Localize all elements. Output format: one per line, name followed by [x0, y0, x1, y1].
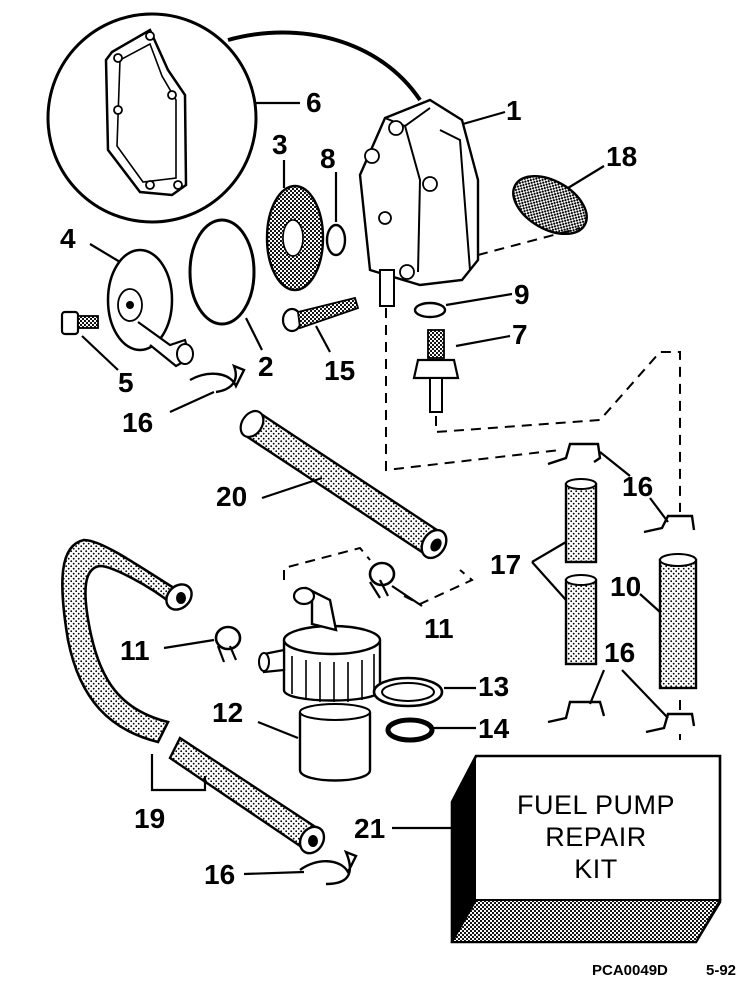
callout-4: 4: [60, 223, 76, 254]
callout-18: 18: [606, 141, 637, 172]
callout-5: 5: [118, 367, 134, 398]
small-o-ring: [325, 223, 347, 257]
callout-16-c: 16: [604, 637, 635, 668]
repair-kit-box: FUEL PUMP REPAIR KIT: [450, 754, 722, 944]
callout-9: 9: [514, 279, 530, 310]
callout-3: 3: [272, 129, 288, 160]
kit-label-line3: KIT: [574, 854, 618, 884]
callout-labels: 1 2 3 4 5 6 7 8 9 10 11 11 12 13 14 15 1…: [60, 87, 653, 890]
callout-1: 1: [506, 95, 522, 126]
seal-ring-14: [385, 717, 435, 743]
hose-clip: [299, 849, 358, 886]
kit-label-line1: FUEL PUMP: [517, 790, 675, 820]
callout-16-b: 16: [622, 471, 653, 502]
filter-screen: [512, 174, 588, 236]
short-hose-lower: [564, 574, 598, 666]
large-o-ring: [188, 218, 256, 326]
callout-7: 7: [512, 319, 528, 350]
fuel-hose-19: [61, 538, 326, 855]
diaphragm: [265, 184, 325, 292]
hose-clip: [189, 363, 246, 394]
callout-21: 21: [354, 813, 385, 844]
callout-16-d: 16: [204, 859, 235, 890]
callout-17: 17: [490, 549, 521, 580]
pump-cover: [106, 248, 194, 368]
callout-15: 15: [324, 355, 355, 386]
detail-circle-gasket: [46, 12, 422, 224]
callout-8: 8: [320, 143, 336, 174]
callout-11-upper: 11: [424, 613, 454, 644]
callout-12: 12: [212, 697, 243, 728]
page-number: 5-92: [706, 962, 736, 979]
fuel-pump-body: [358, 98, 480, 307]
figure-code: PCA0049D: [592, 962, 668, 979]
hose-clip: [547, 700, 606, 724]
short-hose-upper: [564, 478, 598, 564]
washer: [413, 301, 447, 319]
spring-clip-lower: [214, 625, 242, 663]
fuel-fitting: [412, 329, 460, 413]
spring-clip-upper: [368, 561, 396, 599]
fuel-hose-10: [658, 553, 698, 690]
fuel-hose-20: [239, 409, 448, 560]
callout-6: 6: [306, 87, 322, 118]
callout-2: 2: [258, 351, 274, 382]
cover-screw: [60, 310, 99, 336]
callout-19: 19: [134, 803, 165, 834]
hose-clip: [643, 514, 696, 534]
fuel-filter-assembly: [258, 586, 382, 782]
callout-20: 20: [216, 481, 247, 512]
pump-screw: [281, 296, 360, 333]
callout-10: 10: [610, 571, 641, 602]
callout-13: 13: [478, 671, 509, 702]
hose-clip: [645, 712, 696, 734]
callout-16-a: 16: [122, 407, 153, 438]
callout-14: 14: [478, 713, 510, 744]
callout-11-lower: 11: [120, 635, 150, 666]
hose-clip: [547, 442, 602, 466]
kit-label-line2: REPAIR: [545, 822, 647, 852]
